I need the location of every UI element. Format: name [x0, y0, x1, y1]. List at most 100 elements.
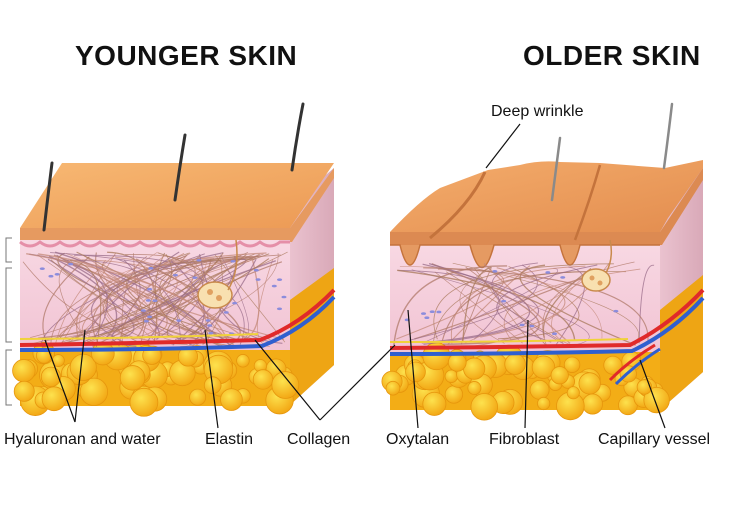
- fat-cell: [566, 386, 580, 400]
- fibroblast-cell: [39, 267, 45, 270]
- fiber: [82, 254, 158, 339]
- fibroblast-cell: [421, 312, 427, 315]
- fiber: [465, 266, 547, 346]
- fiber: [433, 263, 614, 340]
- fibroblast-cell: [613, 309, 619, 313]
- gray-hair: [550, 136, 562, 202]
- fat-cell: [643, 386, 670, 414]
- capillary: [608, 343, 656, 382]
- fat-cell: [444, 385, 464, 404]
- wrinkle-groove: [573, 164, 602, 241]
- fiber: [118, 256, 259, 347]
- nerve: [19, 333, 259, 340]
- fiber: [139, 254, 188, 346]
- fiber: [638, 264, 655, 344]
- fat-cells: [12, 341, 300, 417]
- fiber: [452, 262, 639, 341]
- vein: [389, 296, 705, 356]
- fibroblast-label: Fibroblast: [489, 431, 560, 448]
- fiber: [421, 268, 559, 344]
- fat-cell: [603, 355, 623, 375]
- fibroblast-cell: [147, 287, 153, 291]
- fiber: [431, 263, 540, 345]
- fiber: [422, 263, 531, 344]
- fibroblast-cell: [253, 268, 259, 272]
- fat-cell: [531, 355, 556, 379]
- epidermis-edge: [20, 168, 334, 242]
- older-skin-title: OLDER SKIN: [523, 40, 701, 71]
- fat-cell: [79, 377, 109, 406]
- elastin-label: Elastin: [205, 431, 254, 448]
- fat-cell: [467, 381, 482, 395]
- fiber: [38, 253, 251, 343]
- fiber: [414, 270, 599, 340]
- younger-skin-title: YOUNGER SKIN: [75, 40, 298, 71]
- fiber: [491, 262, 564, 344]
- fat-cell: [504, 353, 526, 375]
- fiber: [107, 251, 158, 343]
- fat-cell: [189, 388, 207, 406]
- fiber: [41, 258, 270, 348]
- fibroblast-cell: [436, 310, 442, 314]
- fibroblast-cell: [277, 278, 283, 281]
- fat-cell: [463, 357, 486, 380]
- fiber: [397, 269, 576, 341]
- fat-cell: [236, 354, 250, 368]
- fibroblast-cell: [429, 310, 435, 314]
- fiber: [95, 252, 227, 343]
- fiber: [450, 265, 586, 344]
- fat-cell: [470, 393, 498, 421]
- fibroblast-cell: [176, 319, 182, 322]
- vein: [19, 295, 336, 352]
- fat-cell: [119, 365, 146, 391]
- fibroblast-cell: [192, 276, 198, 279]
- fiber: [76, 252, 267, 340]
- fibroblast-cell: [529, 324, 535, 328]
- fibroblast-cell: [276, 307, 282, 311]
- fat-cell: [529, 379, 550, 400]
- basal-layer: [19, 240, 290, 248]
- sparse-fiber-network: [393, 261, 655, 348]
- fiber: [40, 253, 205, 346]
- fiber: [434, 271, 523, 344]
- leader-lines: [44, 123, 666, 429]
- fiber: [496, 264, 598, 343]
- fibroblast-cell: [545, 271, 551, 274]
- fibroblast-cell: [207, 324, 213, 327]
- fat-cell: [13, 380, 35, 402]
- fibroblast-cell: [271, 284, 277, 288]
- fibroblast-cell: [48, 274, 54, 278]
- oxytalan-label: Oxytalan: [386, 431, 450, 448]
- fiber: [57, 256, 243, 339]
- epidermis-edge: [390, 168, 703, 245]
- capillary: [614, 347, 661, 386]
- fat-cell: [447, 353, 467, 372]
- fiber: [68, 253, 260, 341]
- fat-cell: [444, 369, 459, 383]
- fibroblast-cell: [205, 319, 211, 322]
- fibroblast-cell: [281, 295, 287, 299]
- fibroblast-cell: [492, 270, 498, 273]
- hair: [173, 133, 187, 202]
- fat-cell: [405, 361, 426, 383]
- fat-cell: [578, 372, 601, 395]
- fiber: [87, 254, 167, 344]
- fat-cell: [12, 359, 36, 383]
- hair: [42, 161, 54, 232]
- fibroblast-cell: [560, 276, 566, 279]
- artery: [389, 288, 705, 350]
- fiber: [446, 271, 564, 343]
- fibroblast-cell: [208, 331, 214, 335]
- fiber: [214, 254, 286, 343]
- fat-cell: [385, 380, 401, 396]
- fat-cell: [422, 391, 447, 416]
- fiber: [411, 269, 590, 347]
- fiber: [462, 266, 492, 343]
- fibroblast-cell: [519, 323, 525, 327]
- fiber: [551, 270, 591, 348]
- layer-bracket: [5, 237, 12, 406]
- fibroblast-cell: [424, 316, 430, 320]
- fibroblast-cell: [68, 262, 74, 266]
